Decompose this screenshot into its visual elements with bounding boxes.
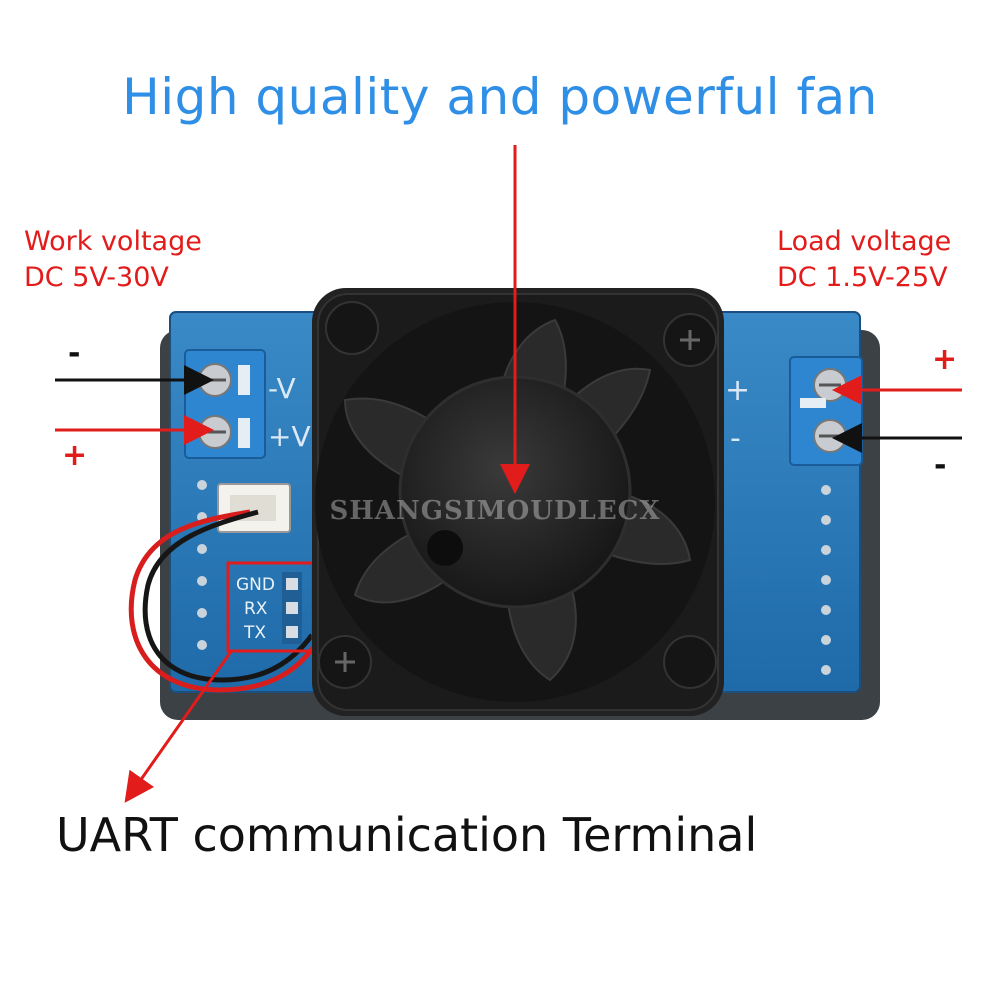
work-minus-sign: - bbox=[68, 336, 81, 371]
fan-screws bbox=[335, 330, 700, 672]
work-plus-sign: + bbox=[62, 438, 88, 473]
watermark: SHANGSIMOUDLECX bbox=[329, 496, 660, 526]
left-pin-row bbox=[197, 480, 207, 650]
pin-label-gnd: GND bbox=[236, 575, 275, 595]
load-voltage-range: DC 1.5V-25V bbox=[777, 262, 948, 293]
load-plus-sign: + bbox=[932, 342, 958, 377]
load-voltage-label: Load voltage bbox=[777, 226, 952, 257]
pin-label-tx: TX bbox=[243, 623, 266, 643]
headline-fan: High quality and powerful fan bbox=[122, 68, 878, 126]
fan-connector bbox=[217, 483, 291, 533]
left-terminal-mark-bottom: +V bbox=[268, 420, 311, 453]
load-minus-sign: - bbox=[934, 448, 947, 483]
pin-label-rx: RX bbox=[244, 599, 268, 619]
right-pin-row bbox=[821, 485, 831, 675]
work-voltage-range: DC 5V-30V bbox=[24, 262, 169, 293]
red-wire bbox=[128, 509, 321, 693]
uart-terminal-label: UART communication Terminal bbox=[56, 808, 758, 862]
uart-arrow bbox=[124, 649, 234, 803]
black-wire bbox=[142, 509, 315, 683]
uart-pin-labels: GND RX TX bbox=[236, 575, 275, 643]
cooling-fan bbox=[312, 288, 724, 716]
right-terminal-mark-top: + bbox=[725, 373, 750, 408]
work-voltage-label: Work voltage bbox=[24, 226, 202, 257]
right-terminal-mark-bottom: - bbox=[730, 421, 741, 456]
left-terminal-mark-top: -V bbox=[268, 372, 296, 405]
